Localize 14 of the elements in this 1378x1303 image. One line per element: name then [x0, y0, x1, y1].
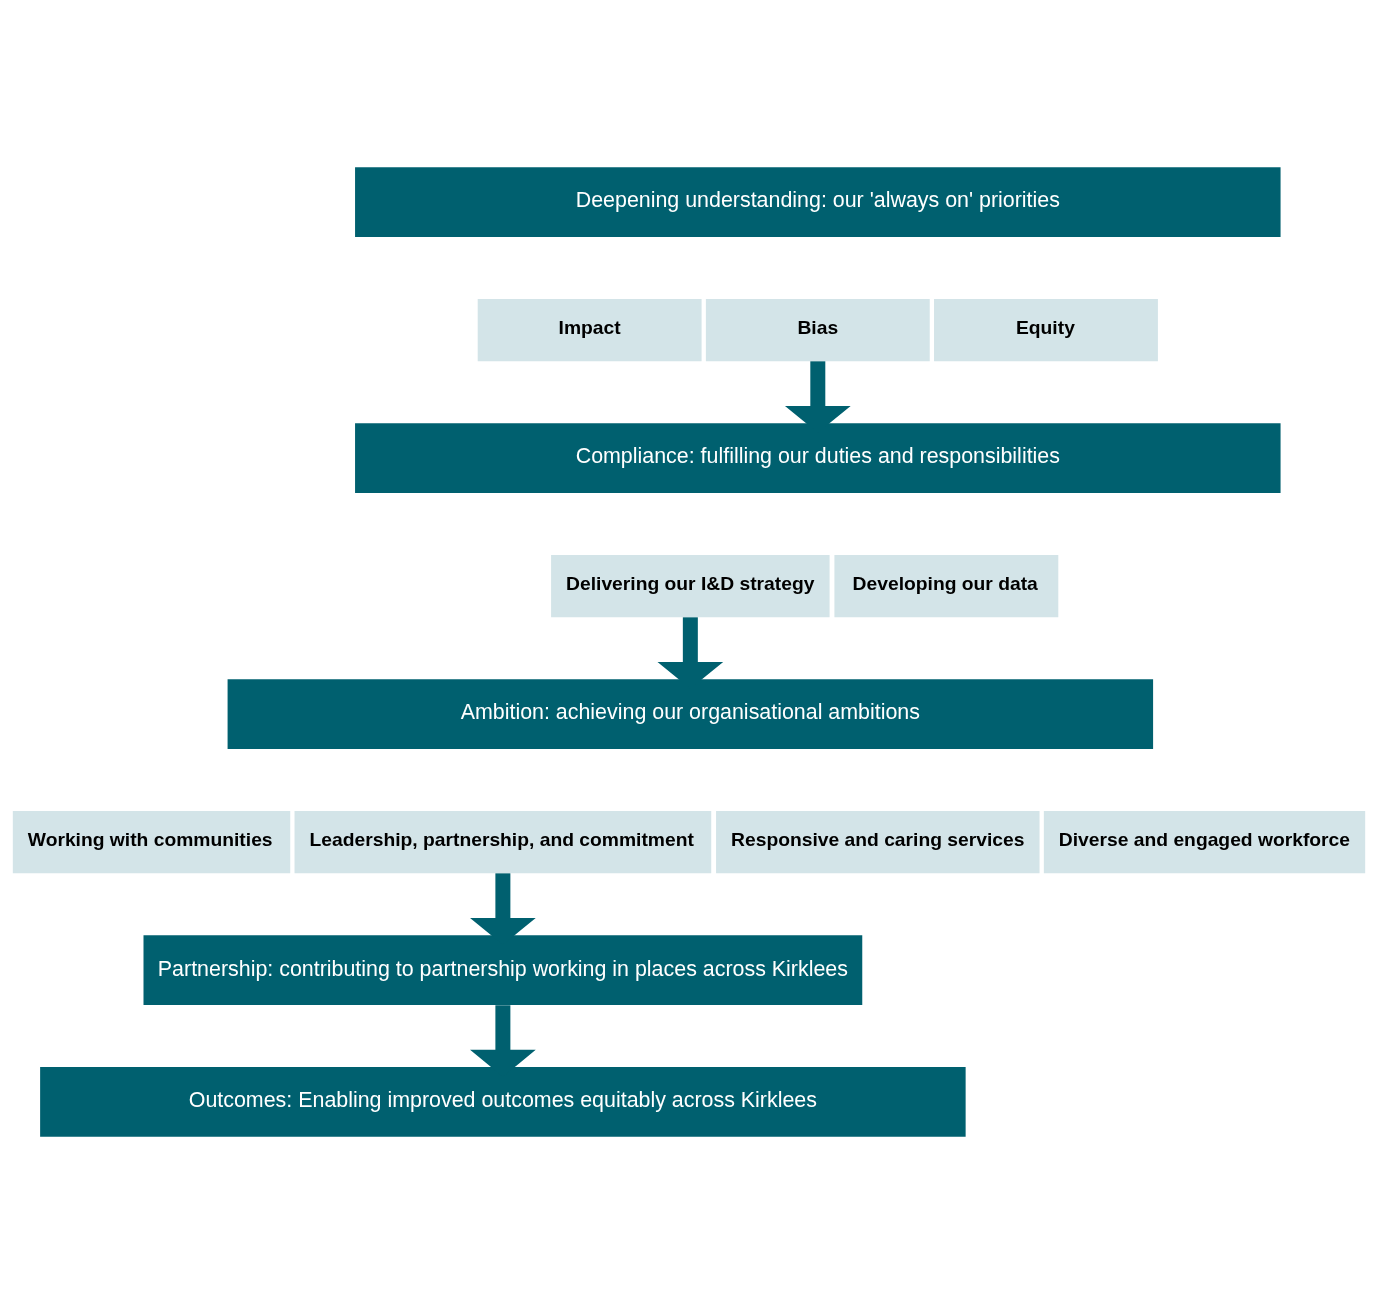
node-box: Impact [477, 298, 702, 361]
node-box: Delivering our I&D strategy [551, 554, 830, 617]
node-box: Leadership, partnership, and commitment [294, 810, 712, 873]
node-box: Bias [705, 298, 930, 361]
node-box: Developing our data [834, 554, 1059, 617]
node-box: Outcomes: Enabling improved outcomes equitably across Kirklees [40, 1066, 966, 1137]
node-box: Working with communities [12, 810, 291, 873]
node-box: Responsive and caring services [716, 810, 1040, 873]
node-box: Partnership: contributing to partnership working in places across Kirklees [143, 934, 863, 1005]
node-box: Diverse and engaged workforce [1043, 810, 1366, 873]
node-box: Ambition: achieving our organisational ambitions [227, 678, 1154, 749]
node-box: Equity [934, 298, 1158, 361]
node-box: Compliance: fulfilling our duties and responsibilities [355, 422, 1281, 493]
node-box: Deepening understanding: our 'always on' priorities [355, 166, 1281, 237]
